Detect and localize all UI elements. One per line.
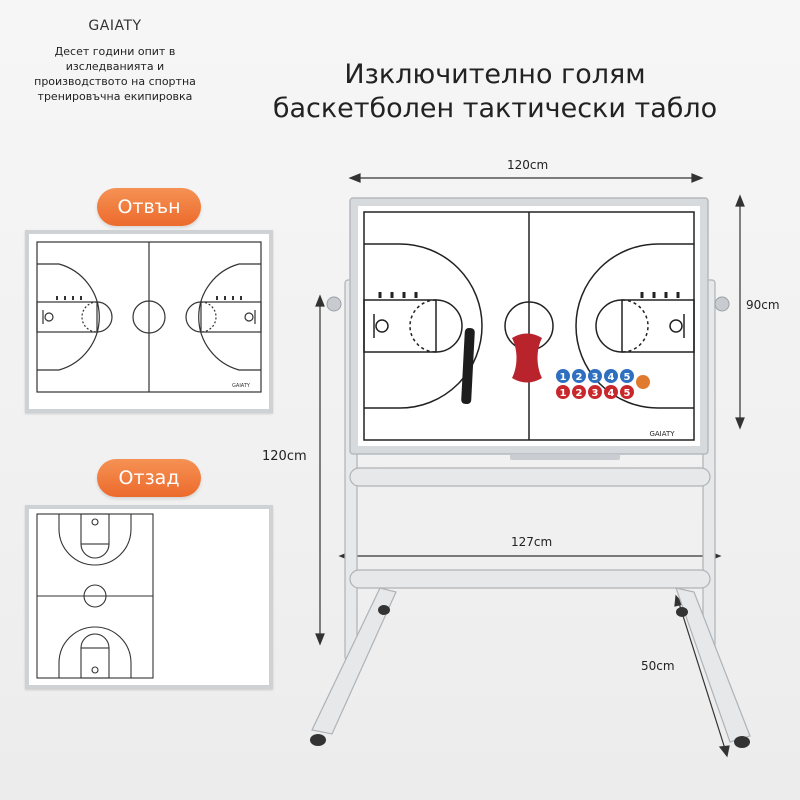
board-height-label: 90cm: [746, 298, 780, 312]
right-hoop: [244, 312, 254, 322]
board-left-three-point-arc: [364, 243, 483, 409]
red-magnet-label: 4: [608, 388, 615, 399]
right-wheel-back: [676, 607, 688, 617]
blue-magnet: [556, 369, 570, 383]
front-label-badge: Отвън: [97, 188, 201, 226]
red-magnet: [588, 385, 602, 399]
blue-magnet: [572, 369, 586, 383]
top-key: [80, 513, 110, 545]
vertical-center-circle: [83, 584, 107, 608]
brand-description: Десет години опит в изследванията и прои…: [34, 45, 196, 103]
headline-line-2: баскетболен тактически табло: [272, 93, 718, 124]
bottom-key: [80, 647, 110, 679]
right-foot: [675, 587, 751, 743]
marker-tray: [510, 454, 620, 460]
right-three-point-arc: [198, 263, 261, 371]
blue-magnet: [588, 369, 602, 383]
bottom-three-point-arc: [58, 626, 132, 678]
front-board-logo: GAIATY: [232, 383, 251, 389]
left-wheel-back: [378, 605, 390, 615]
brand-block: GAIATY Десет години опит в изследванията…: [0, 18, 230, 104]
eraser-icon: [512, 333, 542, 383]
headline: Изключително голям баскетболен тактическ…: [250, 58, 740, 126]
board-left-key: [363, 299, 437, 353]
left-foot: [311, 587, 397, 735]
blue-magnet: [604, 369, 618, 383]
blue-magnet-label: 3: [592, 372, 599, 383]
front-board-thumbnail: GAIATY: [25, 230, 273, 413]
headline-line-1: Изключително голям: [344, 59, 646, 90]
red-magnet-label: 5: [624, 388, 631, 399]
red-magnet-label: 2: [576, 388, 583, 399]
board-right-three-point-arc: [575, 243, 694, 409]
base-depth-arrow: [677, 599, 727, 753]
basketball-magnet-icon: [636, 375, 650, 389]
red-magnet-label: 3: [592, 388, 599, 399]
top-three-point-arc: [58, 514, 132, 566]
lower-crossbar: [349, 569, 711, 589]
blue-magnet-label: 2: [576, 372, 583, 383]
upper-crossbar: [349, 467, 711, 487]
red-magnet: [572, 385, 586, 399]
left-knob: [326, 296, 342, 312]
center-circle: [132, 300, 166, 334]
left-three-point-arc: [37, 263, 100, 371]
brand-name: GAIATY: [88, 18, 142, 34]
total-height-label: 120cm: [262, 449, 307, 464]
right-wheel-front: [734, 736, 750, 748]
right-free-throw-arc: [185, 301, 202, 333]
vertical-court-diagram: [36, 513, 154, 679]
left-hoop: [44, 312, 54, 322]
base-depth-label: 50cm: [641, 659, 675, 673]
back-board-thumbnail: [25, 505, 273, 689]
red-magnet-label: 1: [560, 388, 567, 399]
red-magnet: [620, 385, 634, 399]
marker-pen: [461, 327, 475, 405]
left-wheel-front: [310, 734, 326, 746]
left-free-throw-arc: [96, 301, 113, 333]
board-width-label: 120cm: [507, 158, 549, 172]
board-right-key: [621, 299, 695, 353]
right-key: [200, 301, 262, 333]
board-logo: GAIATY: [649, 430, 675, 438]
red-magnet: [556, 385, 570, 399]
blue-magnet-label: 1: [560, 372, 567, 383]
full-court-diagram: GAIATY: [36, 241, 262, 393]
back-label-badge: Отзад: [97, 459, 201, 497]
left-key: [36, 301, 98, 333]
base-width-label: 127cm: [511, 535, 553, 549]
red-magnet: [604, 385, 618, 399]
blue-magnet-label: 5: [624, 372, 631, 383]
blue-magnet-label: 4: [608, 372, 615, 383]
blue-magnet: [620, 369, 634, 383]
right-knob: [714, 296, 730, 312]
